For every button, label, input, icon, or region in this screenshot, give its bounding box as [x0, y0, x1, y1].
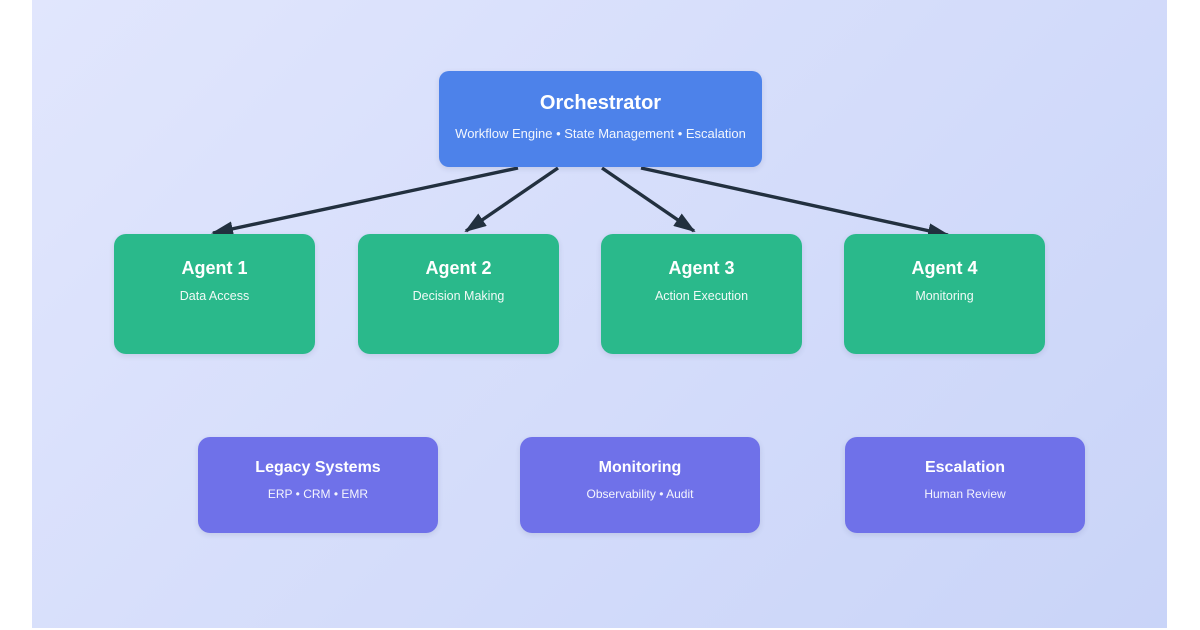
integration-node-escalation: Escalation Human Review	[845, 437, 1085, 533]
agent-node-2: Agent 2 Decision Making	[358, 234, 559, 354]
integration-title: Monitoring	[598, 459, 682, 476]
agent-title: Agent 4	[911, 258, 978, 278]
orchestrator-subtitle: Workflow Engine • State Management • Esc…	[455, 126, 746, 141]
integration-subtitle: Human Review	[924, 487, 1006, 501]
agent-subtitle: Monitoring	[915, 289, 974, 303]
agent-node-4: Agent 4 Monitoring	[844, 234, 1045, 354]
agent-title: Agent 1	[181, 258, 248, 278]
integration-node-monitoring: Monitoring Observability • Audit	[520, 437, 760, 533]
agent-node-3: Agent 3 Action Execution	[601, 234, 802, 354]
agent-subtitle: Data Access	[179, 289, 250, 303]
orchestrator-node: Orchestrator Workflow Engine • State Man…	[439, 71, 762, 167]
agent-subtitle: Decision Making	[412, 289, 505, 303]
orchestrator-title: Orchestrator	[539, 92, 662, 114]
integration-subtitle: ERP • CRM • EMR	[267, 487, 369, 501]
agent-title: Agent 3	[668, 258, 735, 278]
integration-subtitle: Observability • Audit	[586, 487, 694, 501]
integration-node-legacy-systems: Legacy Systems ERP • CRM • EMR	[198, 437, 438, 533]
agent-node-1: Agent 1 Data Access	[114, 234, 315, 354]
agent-title: Agent 2	[425, 258, 492, 278]
agent-subtitle: Action Execution	[654, 289, 749, 303]
integration-title: Escalation	[924, 459, 1006, 476]
integration-title: Legacy Systems	[255, 459, 381, 476]
